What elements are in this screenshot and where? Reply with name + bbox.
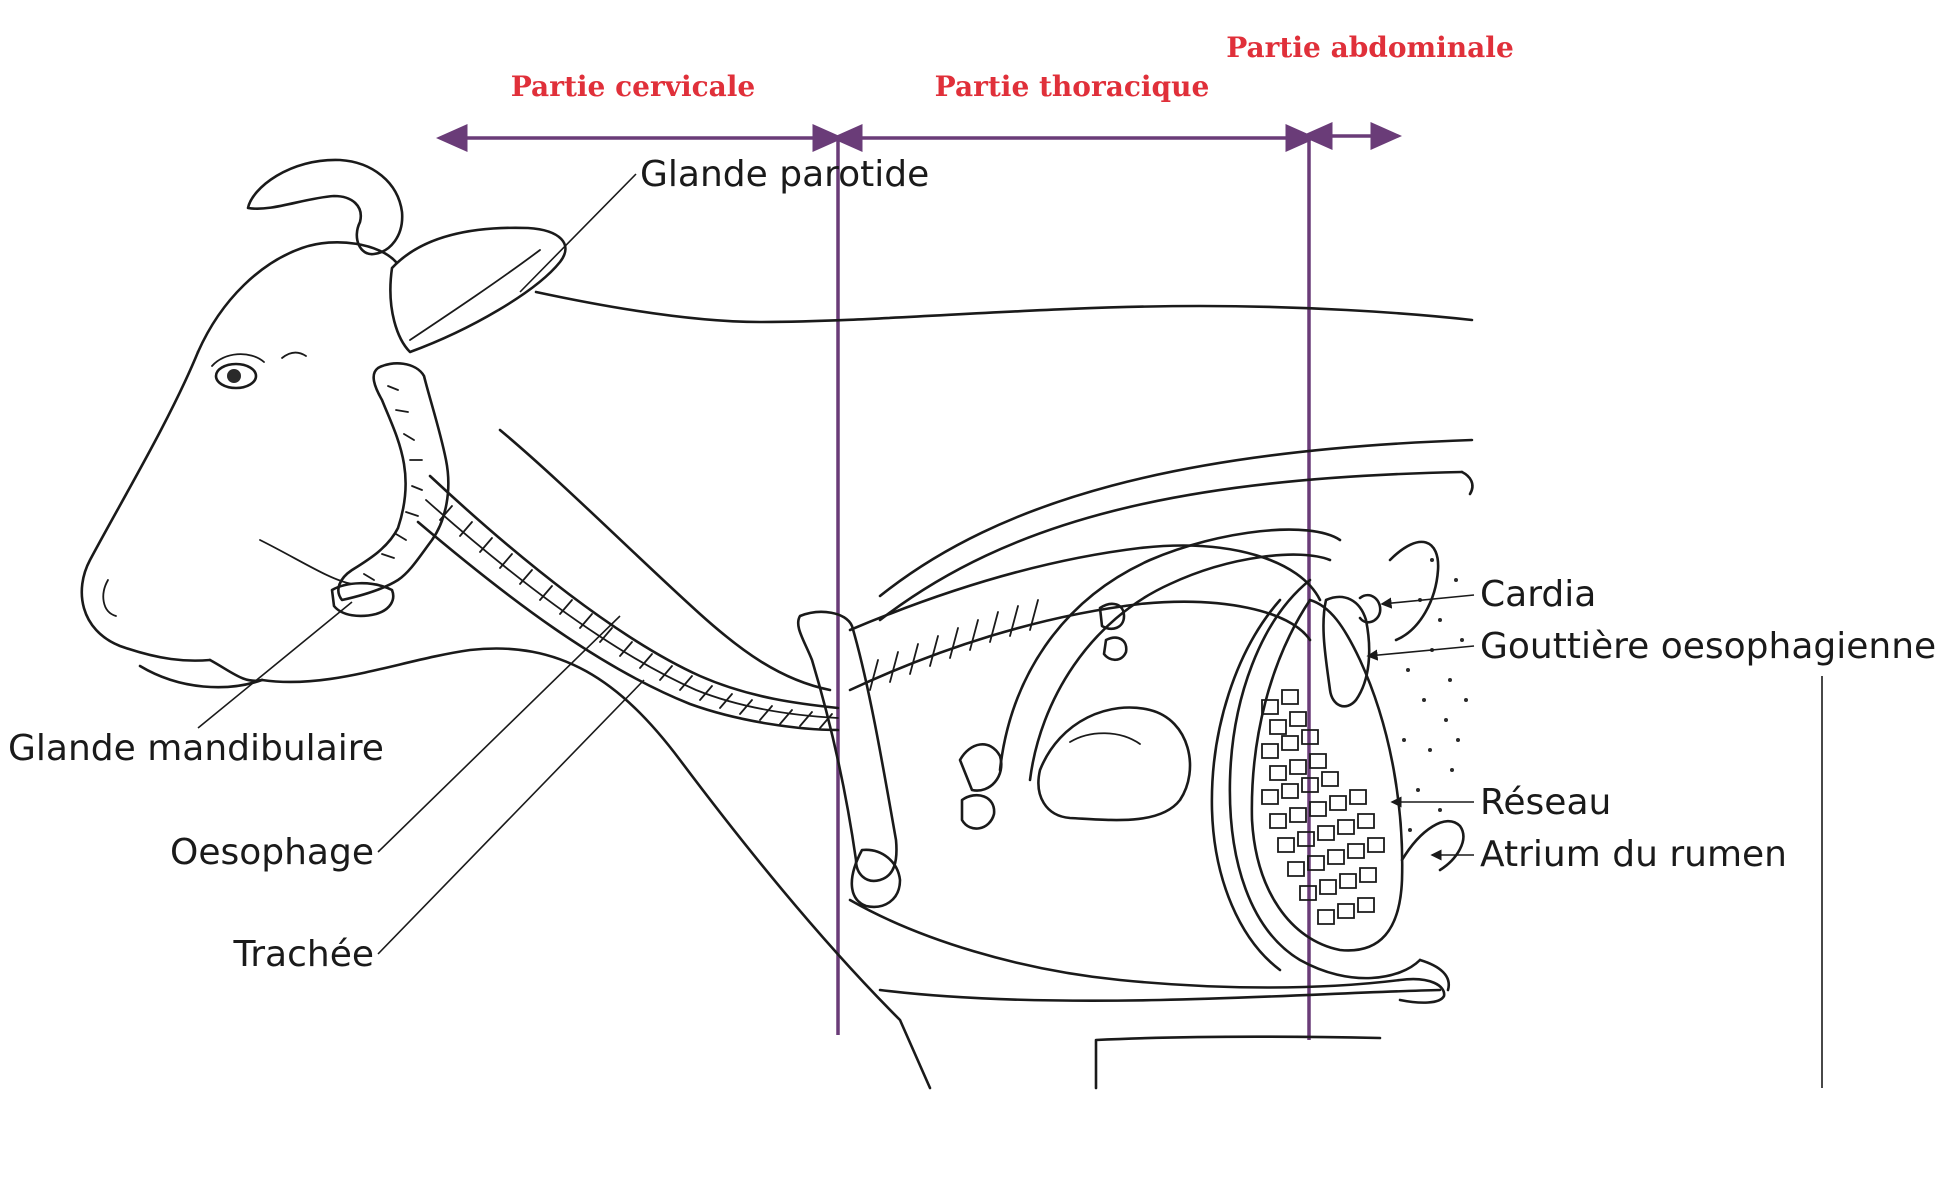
- rib-curve-inner: [1028, 553, 1332, 782]
- thoracic-trachea-rings: [869, 599, 1039, 691]
- region-label-cervical: Partie cervicale: [511, 70, 756, 103]
- face-profile: [80, 350, 212, 662]
- neck-ventral-line: [260, 647, 932, 1090]
- cardia-flap: [1358, 593, 1382, 624]
- horn: [246, 158, 404, 256]
- rib-cartilage: [850, 848, 902, 909]
- foreleg-top: [1094, 1035, 1382, 1090]
- thoracic-oesophagus-lower: [848, 600, 1312, 692]
- label-mandibular-gland: Glande mandibulaire: [8, 728, 384, 769]
- spine-upper: [878, 438, 1474, 598]
- diaphragm: [1228, 578, 1422, 980]
- cow-drawing: [80, 158, 1474, 1090]
- lung-root-lobes: [958, 743, 1003, 830]
- forehead: [196, 241, 398, 354]
- rib-curve: [998, 528, 1342, 772]
- leader-parotid: [519, 173, 637, 293]
- neck-muscle-line: [498, 428, 832, 692]
- oesophagus-upper-wall: [428, 474, 840, 710]
- rumen-upper-edge: [1388, 540, 1440, 642]
- leader-trachea: [377, 679, 645, 955]
- cheek-line: [259, 539, 353, 585]
- label-oesophagus: Oesophage: [170, 832, 374, 873]
- leader-oesophagus: [377, 615, 621, 853]
- nostril: [102, 579, 117, 617]
- leader-mandibular: [197, 601, 353, 729]
- rumen-atrium-edge: [1400, 819, 1465, 872]
- eye-brow: [281, 351, 307, 359]
- region-label-abdominal: Partie abdominale: [1226, 31, 1514, 64]
- trachea-rings: [439, 505, 833, 729]
- leader-cardia: [1380, 594, 1475, 609]
- cardia: [1322, 595, 1371, 708]
- leader-groove: [1366, 645, 1475, 661]
- label-reticulum: Réseau: [1480, 782, 1611, 823]
- mouth: [208, 658, 264, 683]
- diaphragm-base: [1418, 958, 1451, 992]
- diaphragm-outer: [1210, 598, 1282, 972]
- reticulum: [1250, 598, 1404, 952]
- bronchi: [1098, 602, 1128, 662]
- reticulum-honeycomb: [1261, 689, 1385, 925]
- back-line: [534, 290, 1474, 324]
- eye-pupil: [227, 369, 241, 383]
- parotid-texture: [363, 385, 423, 581]
- label-rumen-atrium: Atrium du rumen: [1480, 834, 1787, 875]
- spine-lower: [878, 470, 1464, 622]
- chin: [138, 664, 264, 689]
- parotid-gland: [337, 362, 450, 602]
- label-trachea: Trachée: [233, 934, 374, 975]
- region-label-thoracic: Partie thoracique: [935, 70, 1210, 103]
- ear: [389, 226, 567, 354]
- sternum-line: [848, 898, 1446, 1004]
- heart-vessel: [1069, 732, 1141, 745]
- leader-lines: [197, 173, 1823, 1088]
- mandibular-gland: [330, 581, 395, 618]
- label-cardia: Cardia: [1480, 574, 1596, 615]
- label-oesophageal-groove: Gouttière oesophagienne: [1480, 626, 1936, 667]
- eye-lid: [211, 353, 265, 367]
- heart: [1037, 706, 1192, 822]
- region-arrows: [436, 122, 1402, 1040]
- ear-inner-line: [409, 249, 541, 341]
- first-rib: [796, 610, 898, 883]
- label-parotid-gland: Glande parotide: [640, 154, 929, 195]
- eye: [214, 362, 258, 390]
- trachea-lower-wall: [416, 520, 840, 732]
- thoracic-oesophagus-upper: [848, 544, 1322, 632]
- belly-line: [878, 988, 1442, 1002]
- spine-end: [1460, 470, 1474, 496]
- oesophagus-trachea-separation: [425, 499, 839, 719]
